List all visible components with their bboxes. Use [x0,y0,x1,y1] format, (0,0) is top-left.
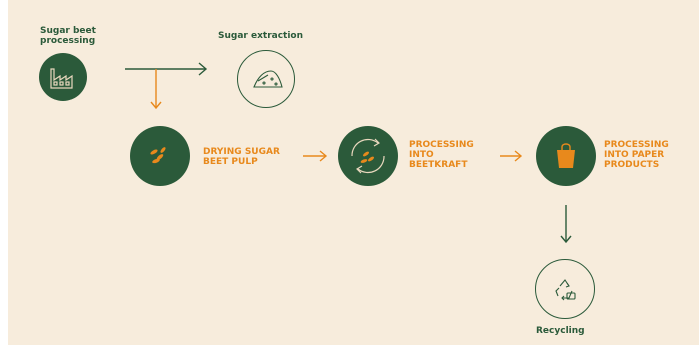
step-node-processing-paper [536,126,596,186]
step-label-sugar-beet-processing: Sugar beet processing [40,26,96,46]
step-label-processing-paper: PROCESSING INTO PAPER PRODUCTS [604,140,669,170]
sugar-pile-icon [253,70,283,88]
factory-icon [50,68,73,89]
beet-pulp-icon [150,147,166,164]
arrow-to-drying-pulp [150,69,162,110]
arrow-to-paper-products [500,150,523,162]
arrow-to-sugar-extraction [125,62,208,76]
step-label-processing-beetkraft: PROCESSING INTO BEETKRAFT [409,140,474,170]
step-node-sugar-beet-processing [39,53,87,101]
step-label-recycling: Recycling [536,326,585,336]
step-node-sugar-extraction [237,50,295,108]
paper-bag-icon [557,143,575,168]
processing-cycle-icon [351,138,385,174]
arrow-to-beetkraft [303,150,328,162]
step-label-sugar-extraction: Sugar extraction [218,31,304,41]
arrow-to-recycling [560,205,572,244]
recycle-icon [555,279,576,301]
step-label-drying-pulp: DRYING SUGAR BEET PULP [203,147,280,167]
step-node-recycling [535,259,595,319]
step-node-drying-pulp [130,126,190,186]
step-node-processing-beetkraft [338,126,398,186]
